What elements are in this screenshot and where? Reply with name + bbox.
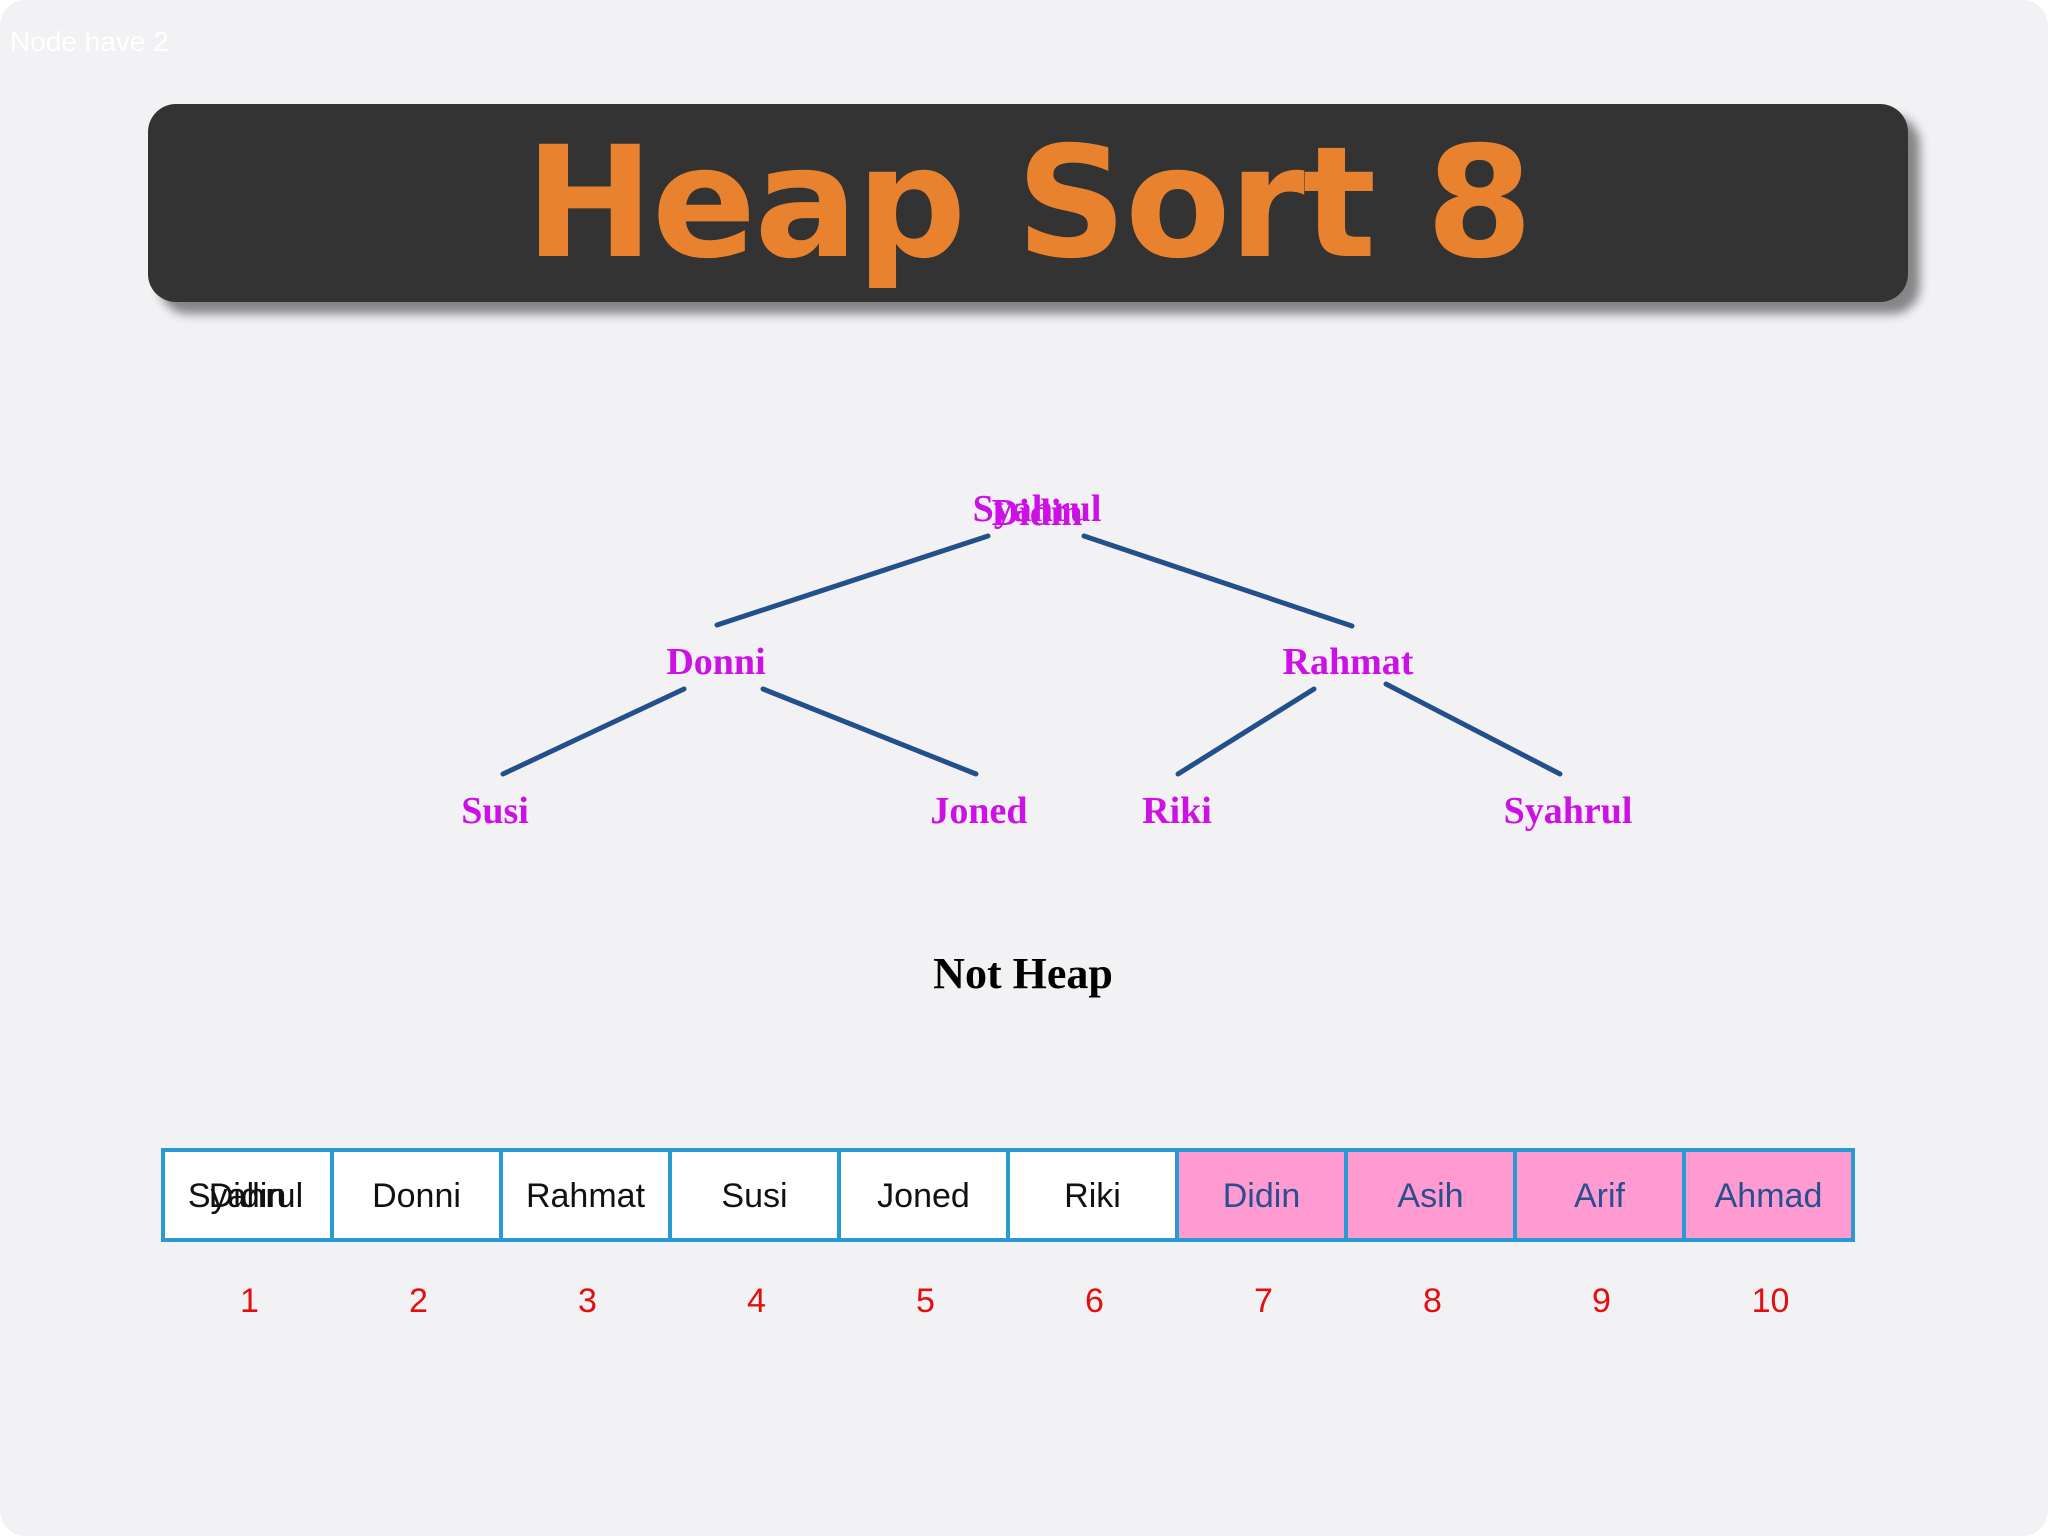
- edge-left-right: [760, 686, 979, 777]
- array-cell-value: Arif: [1574, 1177, 1626, 1215]
- array-cell-value: Joned: [877, 1177, 970, 1215]
- array-cell-box: [1344, 1148, 1517, 1242]
- array-cell-box: [1682, 1148, 1855, 1242]
- array-cell-value: Rahmat: [526, 1177, 646, 1215]
- root-node-label-new: Didin: [992, 492, 1083, 534]
- node-right: Rahmat: [1283, 641, 1414, 683]
- array-cell-5: Joned: [837, 1148, 1010, 1242]
- node-left-left: Susi: [461, 790, 529, 832]
- array-cell-value: Syahrul: [188, 1177, 303, 1215]
- array-cell-box: [1513, 1148, 1686, 1242]
- edge-root-left: [714, 533, 991, 628]
- tree-nodes: Syahrul Didin Donni Rahmat Susi Joned Ri…: [461, 488, 1632, 832]
- heap-status-label: Not Heap: [933, 949, 1113, 998]
- node-left: Donni: [666, 641, 765, 683]
- array-cell-3: Rahmat: [499, 1148, 672, 1242]
- array-index-4: 4: [747, 1282, 766, 1320]
- array-cell-9: Arif: [1513, 1148, 1686, 1242]
- array-cell-box: [499, 1148, 672, 1242]
- slide-title: Heap Sort 8: [524, 114, 1533, 293]
- array-cell-box: [1006, 1148, 1179, 1242]
- array-cell-value: Asih: [1397, 1177, 1463, 1215]
- root-node-label-old: Syahrul: [973, 488, 1102, 530]
- array-index-9: 9: [1592, 1282, 1611, 1320]
- array-index-7: 7: [1254, 1282, 1273, 1320]
- array-cell-6: Riki: [1006, 1148, 1179, 1242]
- array-cell-value: Didin: [1223, 1177, 1300, 1215]
- array-cell-4: Susi: [668, 1148, 841, 1242]
- node-right-left: Riki: [1142, 790, 1212, 832]
- array-cell-2: Donni: [330, 1148, 503, 1242]
- array-index-3: 3: [578, 1282, 597, 1320]
- array-cell-10: Ahmad: [1682, 1148, 1855, 1242]
- tree-edges: [500, 533, 1563, 777]
- title-banner: Heap Sort 8: [148, 104, 1908, 302]
- array-index-row: 1 2 3 4 5 6 7 8 9 10: [240, 1282, 1789, 1320]
- node-count-label: Node have 2: [10, 26, 169, 57]
- edge-right-left: [1175, 686, 1317, 777]
- array-index-6: 6: [1085, 1282, 1104, 1320]
- array-cell-8: Asih: [1344, 1148, 1517, 1242]
- edge-left-left: [500, 686, 687, 777]
- node-left-right: Joned: [930, 790, 1027, 832]
- array-index-2: 2: [409, 1282, 428, 1320]
- array-cell-7: Didin: [1175, 1148, 1348, 1242]
- array-cell-value: Ahmad: [1715, 1177, 1823, 1215]
- array-cell-value: Riki: [1064, 1177, 1121, 1215]
- array-cell-value: Donni: [372, 1177, 461, 1215]
- array-cell-box: [668, 1148, 841, 1242]
- node-right-right: Syahrul: [1504, 790, 1633, 832]
- array-cell-value: Susi: [721, 1177, 787, 1215]
- array-index-10: 10: [1752, 1282, 1790, 1320]
- array-index-8: 8: [1423, 1282, 1442, 1320]
- array-index-1: 1: [240, 1282, 259, 1320]
- edge-right-right: [1383, 681, 1563, 777]
- array-cell-box: [837, 1148, 1010, 1242]
- array-index-5: 5: [916, 1282, 935, 1320]
- edge-root-right: [1081, 533, 1355, 629]
- array-cell-value: Didin: [209, 1177, 286, 1215]
